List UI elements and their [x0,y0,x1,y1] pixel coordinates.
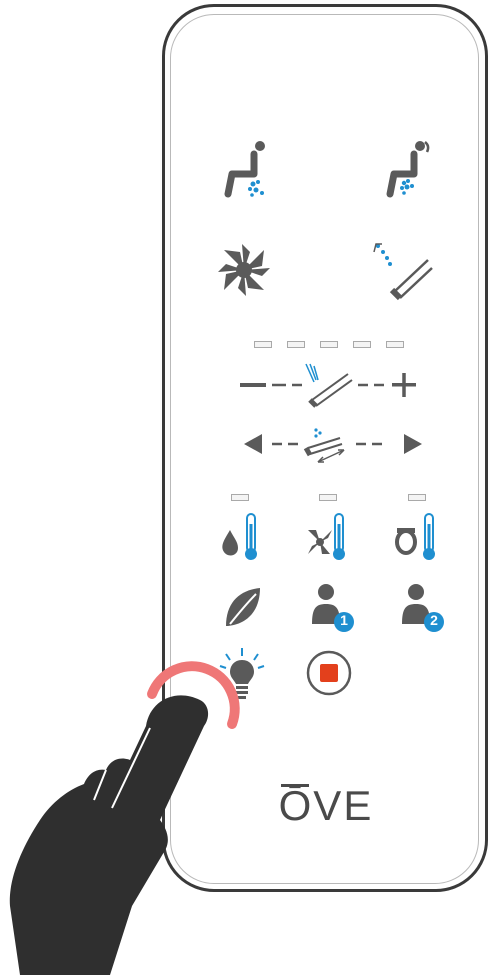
fan-dryer-icon [212,238,276,302]
light-bulb-icon [214,646,270,702]
level-indicator [386,341,404,348]
pressure-nozzle-icon [272,360,392,410]
water-temp-indicator [231,494,249,501]
level-indicator [287,341,305,348]
front-wash-button[interactable] [378,136,442,200]
air-temp-indicator [319,494,337,501]
water-temperature-icon [214,508,270,564]
right-arrow-icon [392,426,432,462]
user-2-icon [396,580,452,636]
level-indicator [254,341,272,348]
position-nozzle-icon [272,420,396,470]
level-indicator [353,341,371,348]
brand-macron [281,784,309,787]
dryer-button[interactable] [212,238,276,302]
stop-icon [304,648,354,698]
user-2-button[interactable]: 2 [396,580,452,636]
user-1-icon [306,580,362,636]
position-right-button[interactable] [392,426,432,462]
air-temperature-icon [302,508,358,564]
plus-icon [388,365,428,405]
night-light-button[interactable] [214,646,270,702]
nozzle-clean-button[interactable] [370,238,434,302]
seat-temperature-icon [392,508,448,564]
eco-mode-button[interactable] [218,582,268,632]
level-indicator [320,341,338,348]
user-2-badge: 2 [427,612,441,628]
leaf-icon [218,582,268,632]
user-1-badge: 1 [337,612,351,628]
stop-button[interactable] [304,648,354,698]
seat-temperature-button[interactable] [392,508,448,564]
pressure-increase-button[interactable] [388,365,428,405]
person-rear-wash-icon [216,136,280,200]
water-temperature-button[interactable] [214,508,270,564]
minus-icon [236,365,276,405]
seat-temp-indicator [408,494,426,501]
brand-logo: ŌVE [226,782,426,830]
rear-wash-button[interactable] [216,136,280,200]
pressure-decrease-button[interactable] [236,365,276,405]
person-front-wash-icon [378,136,442,200]
air-temperature-button[interactable] [302,508,358,564]
user-1-button[interactable]: 1 [306,580,362,636]
brand-name: ŌVE [279,782,374,829]
nozzle-clean-icon [370,238,434,302]
